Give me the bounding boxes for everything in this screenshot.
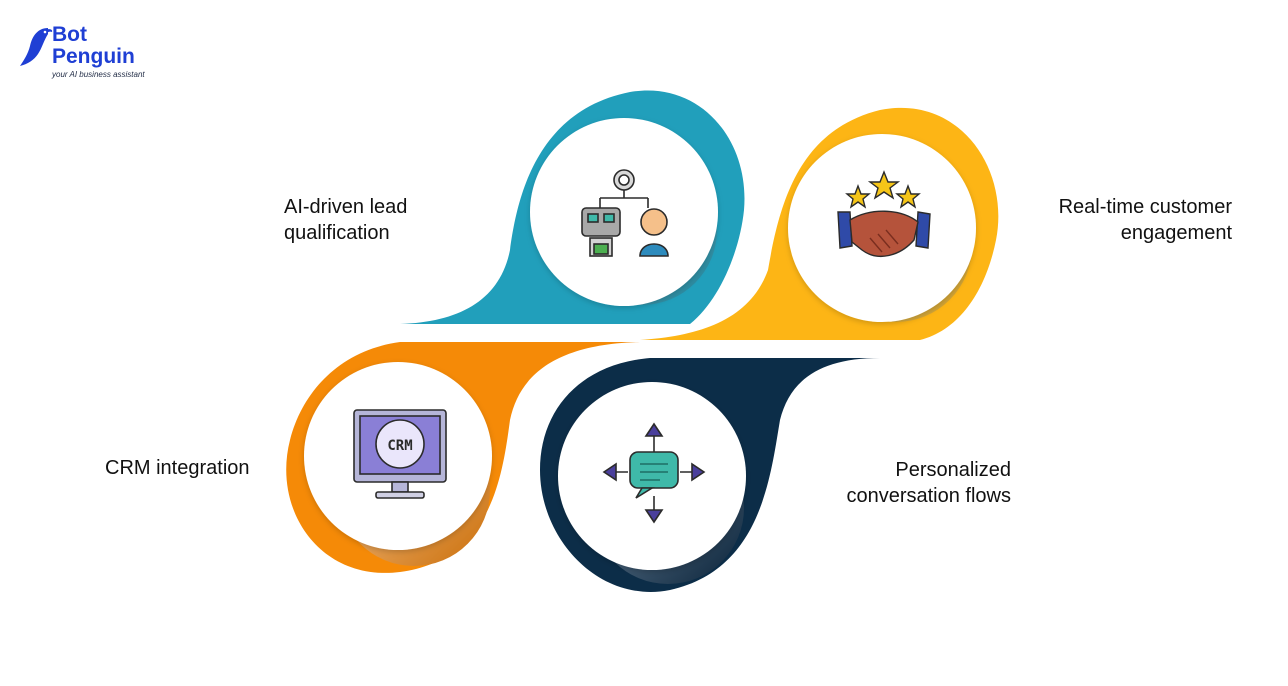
- brand-name-line1: Bot: [52, 23, 87, 46]
- label-real-time-customer-engagement: Real-time customer engagement: [1002, 194, 1232, 246]
- penguin-icon: [20, 28, 53, 66]
- label-ai-line2: qualification: [284, 222, 390, 244]
- label-personalized-conversation-flows: Personalized conversation flows: [780, 457, 1011, 509]
- brand-tagline: your AI business assistant: [52, 70, 145, 79]
- crm-monitor-icon: CRM: [353, 409, 447, 499]
- label-ai-line1: AI-driven lead: [284, 196, 408, 218]
- handshake-stars-icon: [837, 170, 931, 257]
- label-pc-line1: Personalized: [895, 459, 1011, 481]
- label-crm-line1: CRM integration: [105, 457, 250, 479]
- label-pc-line2: conversation flows: [846, 485, 1011, 507]
- label-ai-driven-lead-qualification: AI-driven lead qualification: [284, 194, 407, 246]
- robot-human-gear-icon: [581, 169, 669, 257]
- label-rt-line1: Real-time customer: [1058, 196, 1232, 218]
- circle-ai-lead: [530, 118, 718, 306]
- chat-arrows-icon: [602, 422, 706, 524]
- brand-name-line2: Penguin: [52, 45, 135, 68]
- brand-name: Bot Penguin: [52, 24, 135, 68]
- label-crm-integration: CRM integration: [105, 455, 250, 481]
- crm-monitor-glyph: CRM: [387, 438, 412, 454]
- brand-logo: Bot Penguin your AI business assistant: [18, 24, 158, 84]
- label-rt-line2: engagement: [1120, 222, 1232, 244]
